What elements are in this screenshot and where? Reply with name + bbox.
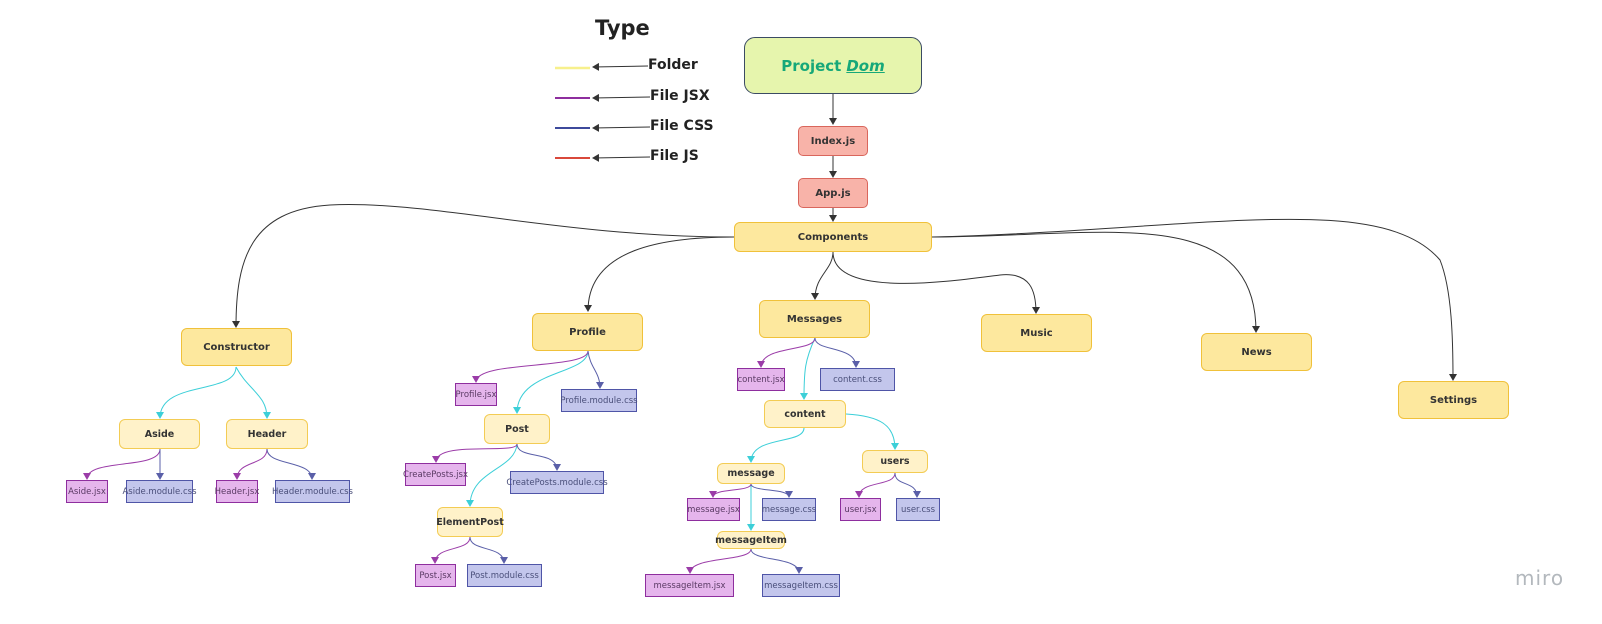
edge-content-users <box>845 413 899 450</box>
edge-header-css <box>266 448 316 480</box>
node-messages[interactable]: Messages <box>759 300 870 338</box>
edge-elementpost-jsx <box>431 536 471 564</box>
edge-message-jsx <box>709 483 752 498</box>
node-user-css[interactable]: user.css <box>896 498 940 521</box>
legend-label-folder: Folder <box>648 57 698 73</box>
edge-components-settings <box>931 218 1457 381</box>
edge-constructor-header <box>235 366 271 419</box>
edge-post-elementpost <box>466 443 518 507</box>
edge-messages-content <box>800 337 816 400</box>
node-header-jsx[interactable]: Header.jsx <box>215 480 259 503</box>
legend-title: Type <box>595 16 650 40</box>
node-messageitem-jsx[interactable]: messageItem.jsx <box>645 574 734 597</box>
node-content-jsx[interactable]: content.jsx <box>737 368 785 391</box>
node-settings[interactable]: Settings <box>1398 381 1509 419</box>
legend-label-js: File JS <box>650 148 699 164</box>
project-root-accent: Dom <box>846 56 885 75</box>
node-project-root[interactable]: Project Dom <box>744 37 922 94</box>
edge-users-css <box>894 472 921 498</box>
edge-post-createposts-jsx <box>432 443 518 463</box>
node-post-jsx[interactable]: Post.jsx <box>415 564 456 587</box>
node-message[interactable]: message <box>717 463 785 484</box>
legend-arrow-js <box>592 153 651 162</box>
edge-post-createposts-css <box>516 443 561 471</box>
edge-profile-post <box>513 350 589 414</box>
miro-watermark: miro <box>1515 566 1565 590</box>
edge-constructor-aside <box>156 366 237 419</box>
node-news[interactable]: News <box>1201 333 1312 371</box>
edge-components-constructor <box>232 204 735 328</box>
edge-messageitem-css <box>750 548 803 574</box>
legend-arrow-css <box>592 123 651 132</box>
node-header-css[interactable]: Header.module.css <box>272 480 353 503</box>
node-aside-css[interactable]: Aside.module.css <box>122 480 197 503</box>
node-user-jsx[interactable]: user.jsx <box>840 498 881 521</box>
edge-messageitem-jsx <box>686 548 752 574</box>
legend-label-css: File CSS <box>650 118 714 134</box>
node-constructor[interactable]: Constructor <box>181 328 292 366</box>
node-profile[interactable]: Profile <box>532 313 643 351</box>
edge-components-news <box>931 231 1260 333</box>
node-post[interactable]: Post <box>484 414 550 444</box>
node-createposts-css[interactable]: CreatePosts.module.css <box>506 471 608 494</box>
edge-message-css <box>750 483 793 498</box>
edge-components-music <box>832 251 1040 314</box>
edge-elementpost-css <box>469 536 508 564</box>
edge-header-jsx <box>233 448 268 480</box>
node-message-css[interactable]: message.css <box>762 498 816 521</box>
node-music[interactable]: Music <box>981 314 1092 352</box>
node-app-js[interactable]: App.js <box>798 178 868 208</box>
node-content[interactable]: content <box>764 400 846 428</box>
legend-label-jsx: File JSX <box>650 88 710 104</box>
edge-profile-jsx <box>472 350 589 383</box>
edge-messages-content-css <box>814 337 860 368</box>
node-users[interactable]: users <box>862 450 928 473</box>
node-header[interactable]: Header <box>226 419 308 449</box>
edge-aside-jsx <box>83 448 161 480</box>
node-messageitem-css[interactable]: messageItem.css <box>762 574 840 597</box>
edge-components-profile <box>584 236 735 312</box>
node-index-js[interactable]: Index.js <box>798 126 868 156</box>
edge-users-jsx <box>855 472 896 498</box>
node-createposts-jsx[interactable]: CreatePosts.jsx <box>403 463 468 486</box>
node-profile-jsx[interactable]: Profile.jsx <box>455 383 497 406</box>
legend-arrow-folder <box>592 62 649 71</box>
node-post-css[interactable]: Post.module.css <box>467 564 542 587</box>
node-profile-css[interactable]: Profile.module.css <box>560 389 638 412</box>
node-messageitem[interactable]: messageItem <box>715 531 787 549</box>
edge-components-messages <box>811 251 834 300</box>
node-elementpost[interactable]: ElementPost <box>436 507 504 537</box>
edge-profile-css <box>587 350 604 389</box>
legend-arrow-jsx <box>592 93 651 102</box>
node-message-jsx[interactable]: message.jsx <box>687 498 740 521</box>
edge-content-message <box>747 427 805 463</box>
node-components[interactable]: Components <box>734 222 932 252</box>
node-content-css[interactable]: content.css <box>820 368 895 391</box>
node-aside-jsx[interactable]: Aside.jsx <box>66 480 108 503</box>
project-root-prefix: Project <box>781 56 842 75</box>
edge-messages-content-jsx <box>757 337 816 368</box>
node-aside[interactable]: Aside <box>119 419 200 449</box>
